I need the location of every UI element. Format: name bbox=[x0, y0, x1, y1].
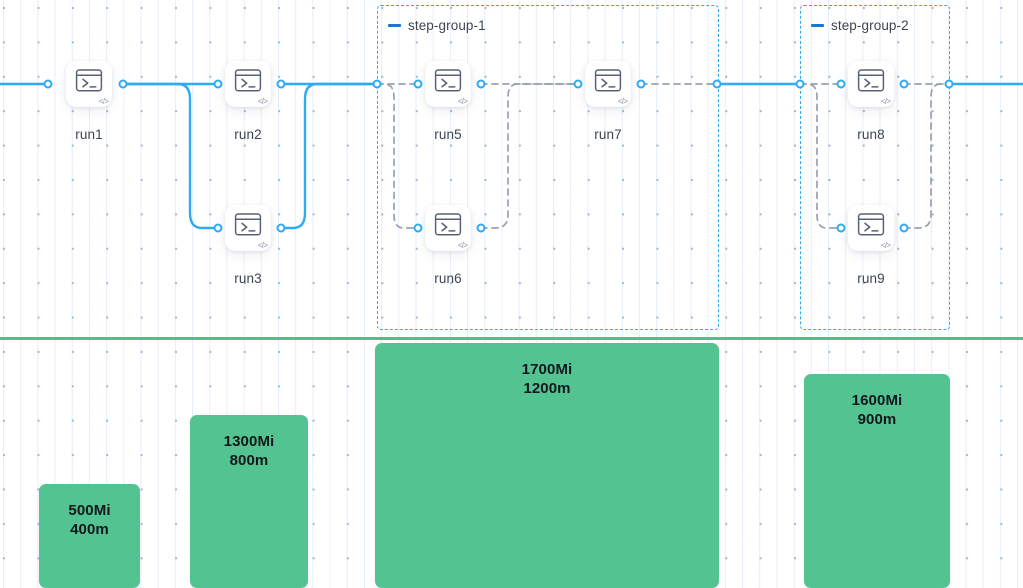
code-icon: </> bbox=[617, 96, 628, 106]
code-icon: </> bbox=[457, 96, 468, 106]
node-label-run8: run8 bbox=[857, 127, 885, 142]
handle-group1-out[interactable] bbox=[712, 79, 722, 89]
node-label-run7: run7 bbox=[594, 127, 622, 142]
handle-in-run2[interactable] bbox=[213, 79, 223, 89]
handle-out-run2[interactable] bbox=[276, 79, 286, 89]
handle-group2-out[interactable] bbox=[944, 79, 954, 89]
handle-in-run6[interactable] bbox=[413, 223, 423, 233]
resource-bar-bar-1[interactable]: 500Mi 400m bbox=[39, 484, 140, 588]
resource-bar-bar-2[interactable]: 1300Mi 800m bbox=[190, 415, 308, 588]
node-run8[interactable]: </> bbox=[848, 61, 894, 107]
handle-in-run3[interactable] bbox=[213, 223, 223, 233]
resource-bar-label: 1600Mi 900m bbox=[851, 392, 903, 428]
terminal-icon bbox=[857, 69, 885, 97]
node-label-run1: run1 bbox=[75, 127, 103, 142]
node-run1[interactable]: </> bbox=[66, 61, 112, 107]
handle-out-run5[interactable] bbox=[476, 79, 486, 89]
resource-divider bbox=[0, 337, 1023, 340]
code-icon: </> bbox=[98, 96, 109, 106]
minus-icon[interactable] bbox=[811, 24, 824, 27]
resource-bar-bar-4[interactable]: 1600Mi 900m bbox=[804, 374, 950, 588]
resource-bar-label: 500Mi 400m bbox=[68, 502, 111, 538]
terminal-icon bbox=[857, 213, 885, 241]
node-run6[interactable]: </> bbox=[425, 205, 471, 251]
resource-bar-label: 1300Mi 800m bbox=[223, 433, 275, 469]
handle-in-run7[interactable] bbox=[573, 79, 583, 89]
node-label-run6: run6 bbox=[434, 271, 462, 286]
node-run9[interactable]: </> bbox=[848, 205, 894, 251]
resource-bar-bar-3[interactable]: 1700Mi 1200m bbox=[375, 343, 719, 588]
terminal-icon bbox=[234, 69, 262, 97]
code-icon: </> bbox=[880, 96, 891, 106]
handle-in-run8[interactable] bbox=[836, 79, 846, 89]
group-label-step-group-2: step-group-2 bbox=[811, 18, 909, 33]
node-run5[interactable]: </> bbox=[425, 61, 471, 107]
handle-in-run5[interactable] bbox=[413, 79, 423, 89]
handle-out-run7[interactable] bbox=[636, 79, 646, 89]
handle-in-run1[interactable] bbox=[43, 79, 53, 89]
node-label-run5: run5 bbox=[434, 127, 462, 142]
resource-bar-label: 1700Mi 1200m bbox=[521, 361, 573, 397]
handle-out-run3[interactable] bbox=[276, 223, 286, 233]
handle-group2-in[interactable] bbox=[795, 79, 805, 89]
handle-out-run1[interactable] bbox=[118, 79, 128, 89]
code-icon: </> bbox=[257, 240, 268, 250]
terminal-icon bbox=[75, 69, 103, 97]
node-label-run2: run2 bbox=[234, 127, 262, 142]
handle-out-run8[interactable] bbox=[899, 79, 909, 89]
handle-in-run9[interactable] bbox=[836, 223, 846, 233]
terminal-icon bbox=[434, 69, 462, 97]
handle-out-run6[interactable] bbox=[476, 223, 486, 233]
terminal-icon bbox=[234, 213, 262, 241]
node-label-run9: run9 bbox=[857, 271, 885, 286]
node-run2[interactable]: </> bbox=[225, 61, 271, 107]
terminal-icon bbox=[434, 213, 462, 241]
terminal-icon bbox=[594, 69, 622, 97]
group-label-step-group-1: step-group-1 bbox=[388, 18, 486, 33]
node-run7[interactable]: </> bbox=[585, 61, 631, 107]
minus-icon[interactable] bbox=[388, 24, 401, 27]
handle-group1-in[interactable] bbox=[372, 79, 382, 89]
node-run3[interactable]: </> bbox=[225, 205, 271, 251]
group-title: step-group-1 bbox=[408, 18, 486, 33]
handle-out-run9[interactable] bbox=[899, 223, 909, 233]
group-title: step-group-2 bbox=[831, 18, 909, 33]
code-icon: </> bbox=[257, 96, 268, 106]
code-icon: </> bbox=[880, 240, 891, 250]
node-label-run3: run3 bbox=[234, 271, 262, 286]
code-icon: </> bbox=[457, 240, 468, 250]
